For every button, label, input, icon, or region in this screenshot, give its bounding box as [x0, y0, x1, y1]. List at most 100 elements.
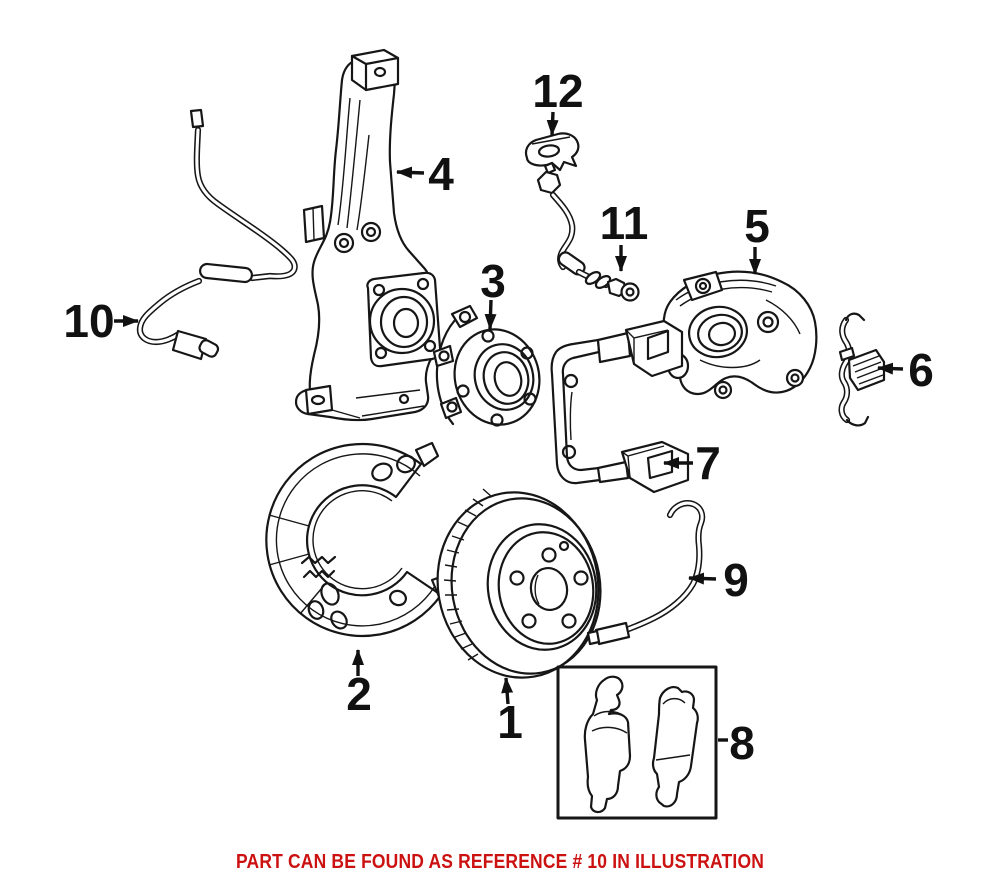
callout-10: 10 — [63, 295, 139, 347]
part-steering-knuckle-shape — [312, 207, 315, 241]
part-caliper-bracket-shape — [550, 338, 602, 485]
callout-number-3: 3 — [480, 255, 506, 307]
part-brake-hose-shape — [536, 170, 562, 195]
part-wheel-hub-shape — [446, 401, 458, 413]
leader-arrow-4 — [396, 166, 425, 179]
part-steering-knuckle-shape — [398, 393, 410, 405]
callout-number-10: 10 — [63, 295, 114, 347]
part-brake-hose-shape — [625, 287, 635, 297]
leader-arrow-1 — [501, 677, 514, 705]
part-brake-pad-set-shape — [655, 697, 691, 761]
leader-arrow-9 — [688, 572, 717, 585]
callout-number-11: 11 — [600, 197, 649, 249]
part-brake-caliper-shape — [707, 321, 737, 347]
part-retaining-clip-shape — [840, 318, 851, 422]
part-brake-caliper-shape — [697, 313, 743, 353]
part-brake-rotor-shape — [573, 570, 589, 586]
part-steering-knuckle-shape — [331, 389, 425, 419]
part-steering-knuckle-shape — [392, 307, 420, 339]
part-wear-sensor — [586, 500, 706, 646]
callout-4: 4 — [396, 148, 454, 200]
callout-number-1: 1 — [497, 696, 523, 748]
part-splash-shield-shape — [414, 441, 440, 468]
callout-8: 8 — [718, 717, 755, 769]
callout-1: 1 — [497, 677, 523, 748]
part-abs-sensor-cable-shape — [198, 339, 220, 358]
part-brake-caliper-shape — [762, 316, 774, 328]
callout-number-8: 8 — [729, 717, 755, 769]
part-brake-rotor-shape — [558, 540, 570, 552]
callout-5: 5 — [744, 200, 770, 275]
callouts: 1 2 3 4 5 6 7 8 — [63, 65, 933, 769]
part-brake-caliper-shape — [713, 380, 733, 400]
part-abs-sensor-cable-shape — [199, 262, 253, 284]
callout-11: 11 — [600, 197, 649, 272]
part-abs-sensor-cable-shape — [193, 126, 298, 282]
part-wheel-hub-shape — [493, 361, 523, 397]
part-wear-sensor-shape — [624, 501, 704, 632]
part-splash-shield-shape — [265, 442, 443, 638]
part-steering-knuckle-shape — [372, 283, 386, 297]
part-steering-knuckle-shape — [423, 339, 437, 353]
part-steering-knuckle-shape — [360, 221, 382, 243]
part-splash-shield-shape — [307, 600, 325, 620]
callout-9: 9 — [688, 554, 749, 606]
part-splash-shield-shape — [389, 589, 407, 607]
part-brake-rotor-shape — [521, 613, 537, 629]
part-steering-knuckle-shape — [337, 97, 370, 231]
leader-arrow-3 — [484, 299, 497, 330]
rotor-vane-ticks-shape — [443, 488, 493, 661]
part-wheel-hub-shape — [432, 344, 455, 368]
part-brake-rotor-shape — [534, 574, 540, 605]
part-brake-caliper-shape — [698, 281, 708, 291]
part-wear-sensor-shape — [586, 629, 601, 646]
part-retaining-clip-shape — [852, 355, 884, 385]
part-caliper-bracket-shape — [646, 329, 670, 361]
part-steering-knuckle-shape — [350, 54, 400, 92]
part-steering-knuckle-shape — [338, 237, 350, 249]
part-steering-knuckle-shape — [374, 346, 388, 360]
part-retaining-clip-shape — [844, 312, 870, 427]
part-brake-rotor — [436, 488, 602, 679]
part-steering-knuckle-shape — [333, 232, 355, 254]
part-splash-shield-shape — [371, 462, 393, 482]
part-steering-knuckle-shape — [373, 66, 387, 78]
part-steering-knuckle-shape — [416, 277, 430, 291]
part-steering-knuckle-shape — [368, 287, 436, 355]
part-splash-shield-shape — [396, 454, 416, 474]
callout-12: 12 — [532, 65, 584, 136]
callout-2: 2 — [346, 649, 372, 720]
part-abs-sensor-cable — [136, 108, 298, 361]
part-abs-sensor-cable-shape — [171, 329, 208, 361]
callout-number-6: 6 — [908, 344, 934, 396]
part-brake-rotor-shape — [561, 613, 577, 629]
part-splash-shield — [265, 441, 456, 638]
callout-number-7: 7 — [695, 437, 721, 489]
part-brake-pad-set-shape — [591, 710, 628, 734]
part-brake-rotor-shape — [529, 566, 569, 612]
part-brake-hose-shape — [543, 161, 557, 175]
part-brake-rotor-shape — [509, 570, 525, 586]
part-wheel-hub-shape — [439, 396, 463, 420]
callout-number-2: 2 — [346, 668, 372, 720]
part-hose-bracket-clip — [524, 132, 580, 172]
reference-caption: PART CAN BE FOUND AS REFERENCE # 10 IN I… — [236, 851, 764, 873]
part-brake-caliper-shape — [785, 368, 805, 388]
part-splash-shield-shape — [312, 490, 403, 590]
callout-number-5: 5 — [744, 200, 770, 252]
part-steering-knuckle-shape — [310, 394, 326, 406]
part-splash-shield-shape — [320, 582, 340, 606]
part-abs-sensor-cable-shape — [195, 128, 297, 280]
part-brake-caliper — [662, 270, 818, 400]
part-caliper-bracket-shape — [596, 460, 630, 484]
part-brake-rotor-shape — [486, 523, 598, 651]
part-wheel-hub-shape — [438, 350, 450, 362]
part-wheel-hub-shape — [482, 351, 530, 405]
part-wheel-hub-shape — [458, 310, 472, 324]
callout-3: 3 — [480, 255, 506, 330]
part-splash-shield-shape — [275, 453, 436, 627]
part-abs-sensor-cable-shape — [189, 108, 205, 129]
part-caliper-bracket — [550, 319, 690, 494]
part-abs-sensor-cable-shape — [138, 279, 201, 344]
